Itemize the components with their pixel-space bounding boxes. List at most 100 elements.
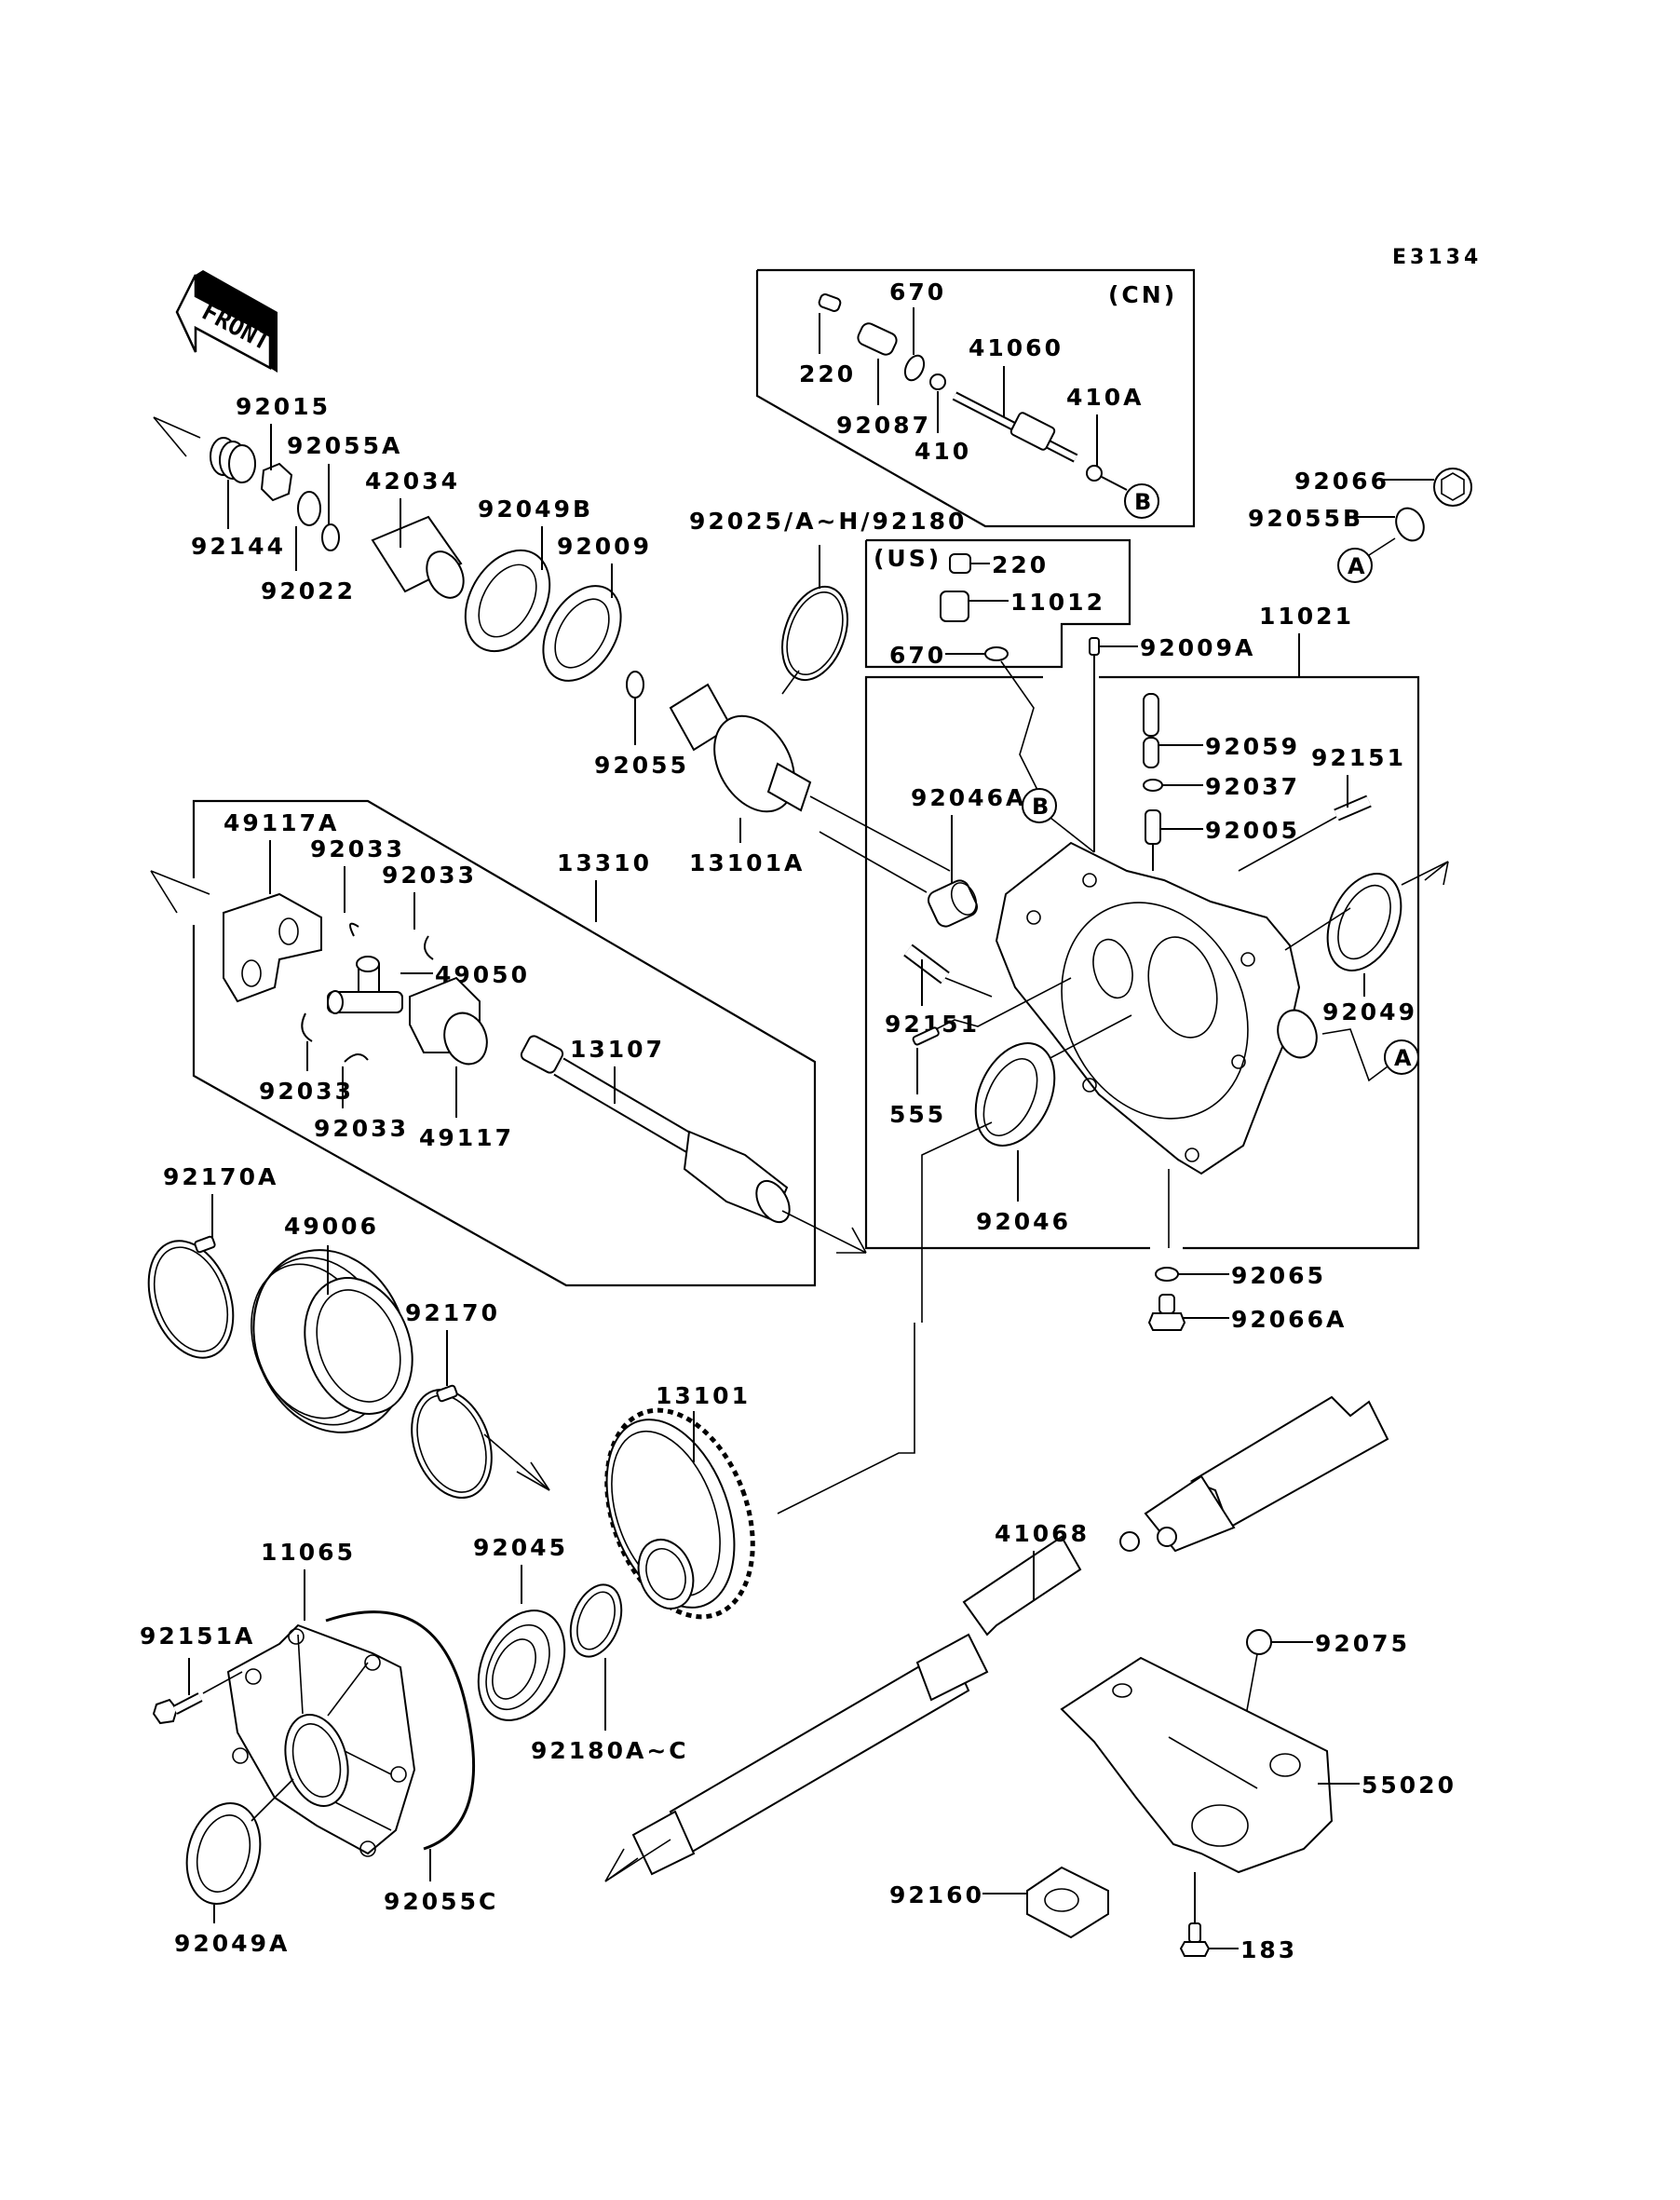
label-92015[interactable]: 92015: [236, 393, 331, 420]
label-92055A[interactable]: 92055A: [287, 432, 402, 459]
part-92037-clip[interactable]: [1143, 779, 1203, 792]
part-92151A-bolt[interactable]: [152, 1658, 243, 1725]
part-92055C-oring[interactable]: [325, 1610, 476, 1851]
label-92170[interactable]: 92170: [405, 1299, 500, 1326]
label-92046A[interactable]: 92046A: [911, 784, 1026, 811]
label-92055[interactable]: 92055: [594, 752, 689, 779]
part-92045-ball-bearing[interactable]: [462, 1565, 582, 1734]
label-92046[interactable]: 92046: [976, 1208, 1071, 1235]
label-41068[interactable]: 41068: [995, 1520, 1090, 1547]
part-410[interactable]: [929, 373, 946, 390]
part-670-us[interactable]: [984, 646, 1009, 661]
part-92033-clip-d[interactable]: [344, 1053, 369, 1063]
part-92180AC-shim[interactable]: [562, 1578, 630, 1731]
label-183[interactable]: 183: [1240, 1936, 1297, 1963]
part-92066A-drain-plug[interactable]: [1147, 1294, 1229, 1331]
label-92180AC[interactable]: 92180A~C: [531, 1737, 689, 1764]
part-92033-clip-a[interactable]: [349, 922, 359, 937]
part-92151-stud-left[interactable]: [903, 944, 993, 1006]
label-11065[interactable]: 11065: [261, 1539, 356, 1566]
part-41068-drive-shaft[interactable]: [604, 1395, 1389, 1882]
part-41060[interactable]: [952, 366, 1078, 463]
part-49006-boot[interactable]: [229, 1229, 433, 1455]
label-220-us[interactable]: 220: [992, 551, 1049, 578]
label-92066[interactable]: 92066: [1294, 468, 1389, 495]
label-92075[interactable]: 92075: [1315, 1630, 1410, 1657]
label-55020[interactable]: 55020: [1362, 1772, 1456, 1799]
part-92144-spring[interactable]: [210, 437, 256, 529]
part-92049-seal[interactable]: [1284, 861, 1449, 997]
part-92160-block[interactable]: [982, 1866, 1109, 1939]
label-92055C[interactable]: 92055C: [384, 1888, 498, 1915]
part-92066-plug[interactable]: [1378, 468, 1472, 507]
label-92033-a[interactable]: 92033: [310, 835, 405, 862]
part-92055B-oring[interactable]: [1391, 504, 1429, 545]
part-92025-shim[interactable]: [770, 545, 860, 689]
label-670-us[interactable]: 670: [889, 642, 946, 669]
label-92033-c[interactable]: 92033: [259, 1078, 354, 1105]
part-49117A-yoke[interactable]: [223, 840, 322, 1003]
part-13101-ring-gear[interactable]: [580, 1323, 915, 1637]
part-220-us[interactable]: [949, 553, 971, 574]
label-11012[interactable]: 11012: [1010, 589, 1105, 616]
part-92055A-oring[interactable]: [321, 464, 340, 551]
part-410A[interactable]: [1086, 465, 1103, 482]
part-220-cn[interactable]: [818, 293, 842, 354]
label-92009[interactable]: 92009: [557, 533, 652, 560]
label-92033-b[interactable]: 92033: [382, 862, 477, 889]
label-670-cn[interactable]: 670: [889, 278, 946, 306]
label-92009A[interactable]: 92009A: [1140, 634, 1255, 661]
part-92009-bearing[interactable]: [527, 564, 636, 695]
label-92151A[interactable]: 92151A: [140, 1623, 255, 1650]
part-92022-washer[interactable]: [295, 491, 321, 571]
label-49117[interactable]: 49117: [419, 1124, 514, 1151]
label-92160[interactable]: 92160: [889, 1881, 984, 1908]
label-92045[interactable]: 92045: [473, 1534, 568, 1561]
label-49117A[interactable]: 49117A: [224, 809, 339, 836]
label-92025[interactable]: 92025/A~H/92180: [689, 508, 967, 535]
part-92065-washer[interactable]: [1155, 1267, 1179, 1282]
part-92015-nut[interactable]: [260, 424, 293, 502]
label-92005[interactable]: 92005: [1205, 817, 1300, 844]
part-92046-roller-bearing[interactable]: [921, 1030, 1070, 1323]
label-13101A[interactable]: 13101A: [689, 849, 805, 876]
part-13101A-pinion[interactable]: [669, 670, 951, 872]
part-183-bolt[interactable]: [1179, 1872, 1239, 1957]
label-92144[interactable]: 92144: [191, 533, 286, 560]
part-92170-clamp[interactable]: [398, 1330, 550, 1509]
label-92049A[interactable]: 92049A: [174, 1930, 290, 1957]
label-92066A[interactable]: 92066A: [1231, 1306, 1347, 1333]
part-42034[interactable]: [371, 498, 470, 604]
label-13107[interactable]: 13107: [570, 1036, 665, 1063]
part-92049A-seal[interactable]: [176, 1778, 294, 1923]
label-13310[interactable]: 13310: [557, 849, 652, 876]
label-92049[interactable]: 92049: [1322, 998, 1417, 1025]
part-92055-oring[interactable]: [626, 671, 644, 745]
part-92033-clip-b[interactable]: [424, 935, 434, 960]
part-49117-yoke[interactable]: [409, 976, 494, 1118]
label-92170A[interactable]: 92170A: [163, 1163, 278, 1190]
label-410[interactable]: 410: [915, 438, 971, 465]
part-670-cn[interactable]: [901, 353, 928, 384]
part-92075-cap[interactable]: [1246, 1629, 1272, 1655]
label-555[interactable]: 555: [889, 1101, 946, 1128]
part-92033-clip-c[interactable]: [301, 1012, 313, 1042]
label-410A[interactable]: 410A: [1066, 384, 1145, 411]
part-92170A-clamp[interactable]: [133, 1194, 248, 1369]
label-41060[interactable]: 41060: [969, 334, 1064, 361]
label-92065[interactable]: 92065: [1231, 1262, 1326, 1289]
part-11065-cover[interactable]: [226, 1569, 416, 1857]
label-92049B[interactable]: 92049B: [478, 496, 593, 523]
label-11021[interactable]: 11021: [1259, 603, 1354, 630]
part-92151-stud-right[interactable]: [1238, 775, 1372, 872]
label-13101[interactable]: 13101: [656, 1382, 751, 1409]
part-13107-shaft[interactable]: [520, 1034, 867, 1254]
label-42034[interactable]: 42034: [365, 468, 460, 495]
part-92059-dowel[interactable]: [1143, 693, 1203, 768]
part-11012[interactable]: [940, 591, 1009, 622]
label-92151-right[interactable]: 92151: [1311, 744, 1406, 771]
label-220-cn[interactable]: 220: [799, 360, 856, 387]
label-92033-d[interactable]: 92033: [314, 1115, 409, 1142]
part-92009A[interactable]: [1089, 637, 1100, 656]
part-49050-cross[interactable]: [327, 956, 433, 1014]
